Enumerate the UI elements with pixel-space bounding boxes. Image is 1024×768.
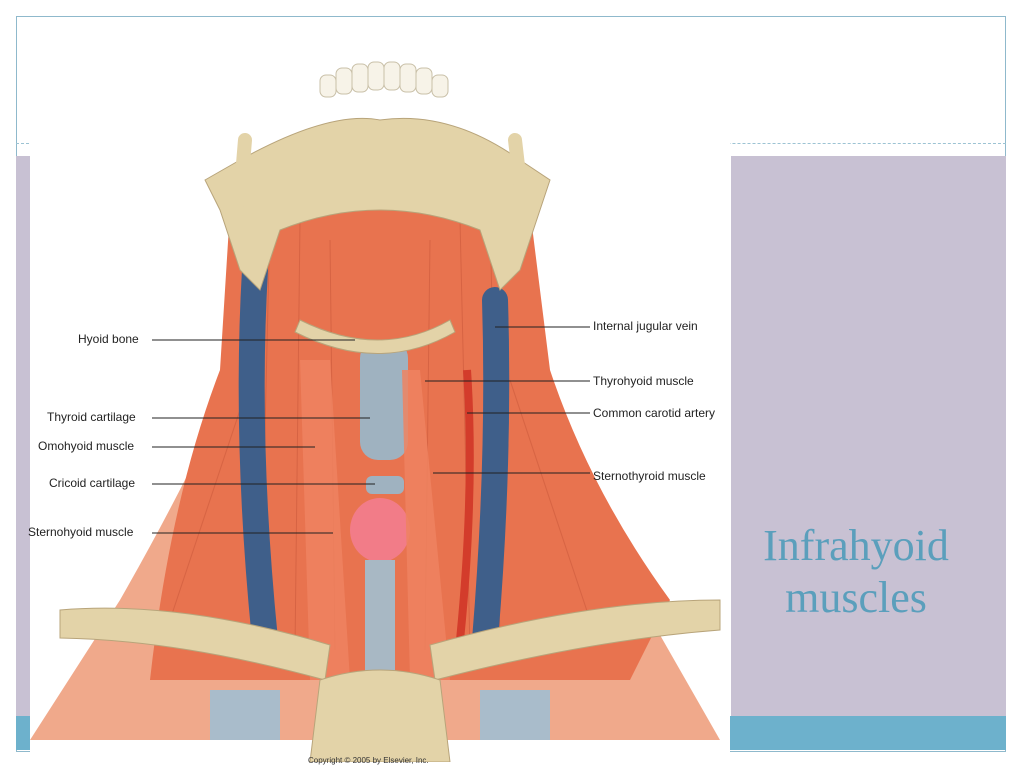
slide-title: Infrahyoid muscles <box>731 520 981 624</box>
trachea-shape <box>365 560 395 680</box>
thyroid-gland <box>350 498 410 562</box>
slide-title-line2: muscles <box>785 573 927 622</box>
title-panel <box>731 156 1006 716</box>
label-sternohyoid-muscle: Sternohyoid muscle <box>28 525 134 539</box>
label-common-carotid-artery: Common carotid artery <box>593 406 716 420</box>
label-cricoid-cartilage: Cricoid cartilage <box>49 476 136 490</box>
hyoid-bone-shape <box>294 319 456 354</box>
thyroid-cartilage-shape <box>360 340 408 460</box>
label-omohyoid-muscle: Omohyoid muscle <box>38 439 135 453</box>
left-accent-panel <box>16 156 30 716</box>
label-hyoid-bone: Hyoid bone <box>78 332 139 346</box>
right-jugular-vein <box>472 287 510 653</box>
label-thyrohyoid-muscle: Thyrohyoid muscle <box>593 374 694 388</box>
anatomy-drawing <box>30 61 721 762</box>
label-internal-jugular-vein: Internal jugular vein <box>593 319 698 333</box>
copyright-notice: Copyright © 2005 by Elsevier, Inc. <box>308 756 429 765</box>
slide-title-line1: Infrahyoid <box>763 521 949 570</box>
carotid-artery <box>456 369 474 641</box>
cricoid-cartilage-shape <box>366 476 404 494</box>
neck-anatomy-illustration: Hyoid bone Thyroid cartilage Omohyoid mu… <box>28 40 730 762</box>
mandible <box>204 117 551 291</box>
left-jugular-vein <box>238 257 278 653</box>
label-thyroid-cartilage: Thyroid cartilage <box>47 410 136 424</box>
sternum <box>309 669 451 762</box>
label-sternothyroid-muscle: Sternothyroid muscle <box>593 469 706 483</box>
